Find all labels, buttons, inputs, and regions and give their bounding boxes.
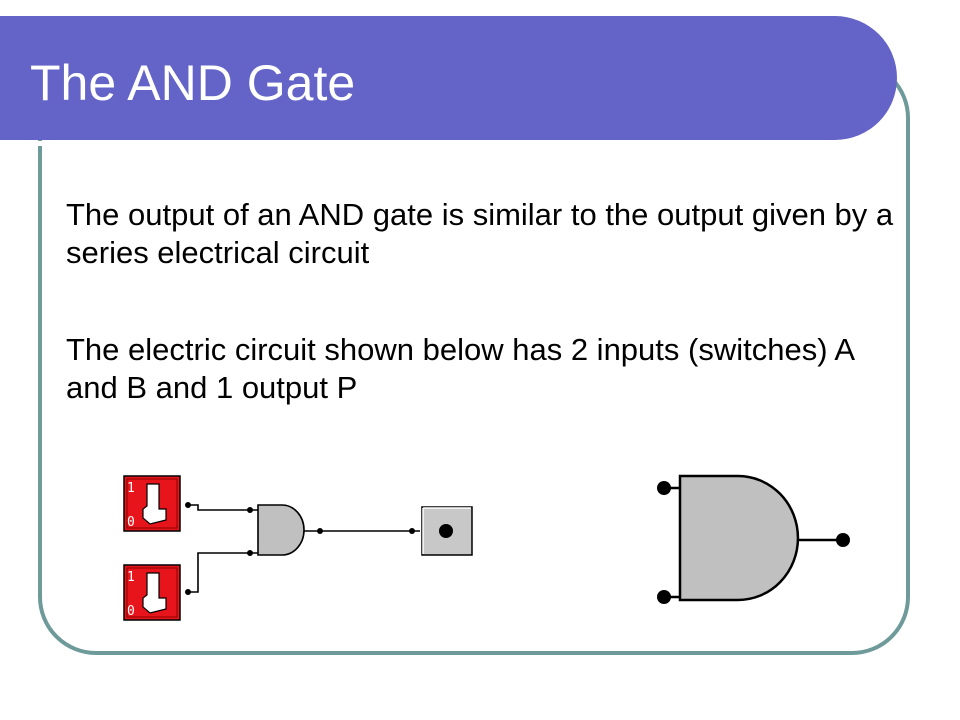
paragraph-2: The electric circuit shown below has 2 i… bbox=[66, 332, 854, 406]
and-gate-small bbox=[257, 504, 305, 556]
slide-title: The AND Gate bbox=[30, 55, 356, 111]
wire-junctions bbox=[185, 502, 415, 595]
switch-a: 1 0 bbox=[123, 475, 181, 532]
switch-a-lever-icon bbox=[142, 483, 167, 525]
output-lamp-icon bbox=[421, 506, 473, 556]
paragraph-1: The output of an AND gate is similar to … bbox=[66, 197, 894, 271]
and-gate-large bbox=[657, 474, 850, 604]
switch-b-on-label: 1 bbox=[127, 570, 135, 585]
switch-b-lever-icon bbox=[142, 572, 167, 614]
title-bar: The AND Gate bbox=[0, 16, 897, 146]
title-underline bbox=[0, 141, 848, 146]
circuit-wires bbox=[188, 504, 420, 593]
switch-a-off-label: 0 bbox=[127, 515, 135, 530]
switch-a-on-label: 1 bbox=[127, 481, 135, 496]
switch-b-off-label: 0 bbox=[127, 604, 135, 619]
switch-b: 1 0 bbox=[123, 564, 181, 621]
